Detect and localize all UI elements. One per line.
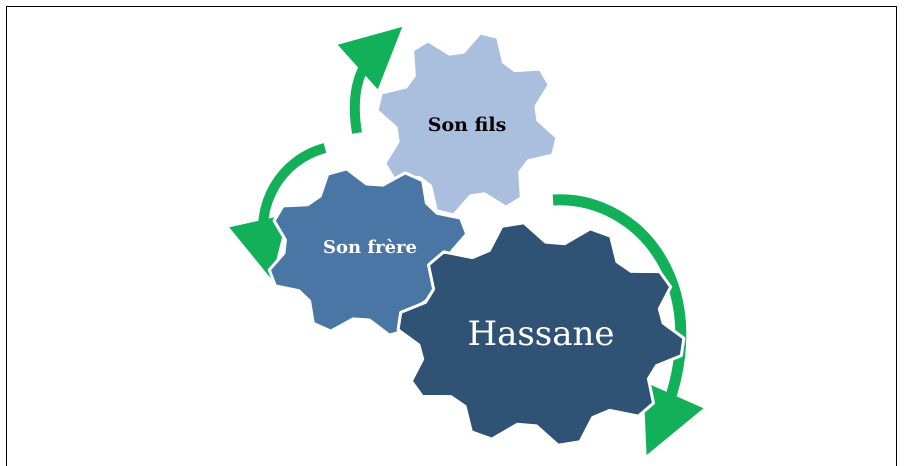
arrow-son-frere-cycle: [229, 143, 327, 280]
gear-son-fils-shape: [375, 31, 559, 217]
gear-hassane-shape: [396, 221, 686, 447]
arrow-son-fils-cycle: [337, 26, 403, 134]
gear-hassane-label: Hassane: [467, 314, 614, 354]
arrow-hassane-cycle: [552, 194, 704, 456]
gear-son-fils-label: Son fils: [428, 114, 507, 136]
gear-son-fils: Son fils: [375, 31, 559, 217]
gear-hassane: Hassane: [396, 221, 686, 447]
gear-son-frere-label: Son frère: [323, 237, 417, 258]
diagram-frame: [6, 6, 897, 466]
gear-son-frere: Son frère: [267, 167, 469, 337]
